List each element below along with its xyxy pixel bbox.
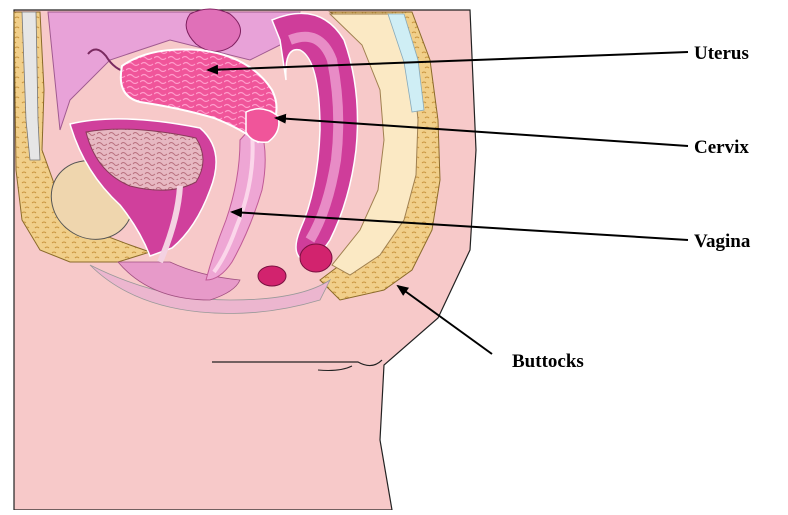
cervix [246, 109, 279, 142]
label-vagina: Vagina [694, 232, 750, 251]
anus [300, 244, 332, 272]
label-buttocks: Buttocks [512, 352, 584, 371]
label-cervix: Cervix [694, 138, 749, 157]
anal-sphincter [258, 266, 286, 286]
label-uterus: Uterus [694, 44, 749, 63]
